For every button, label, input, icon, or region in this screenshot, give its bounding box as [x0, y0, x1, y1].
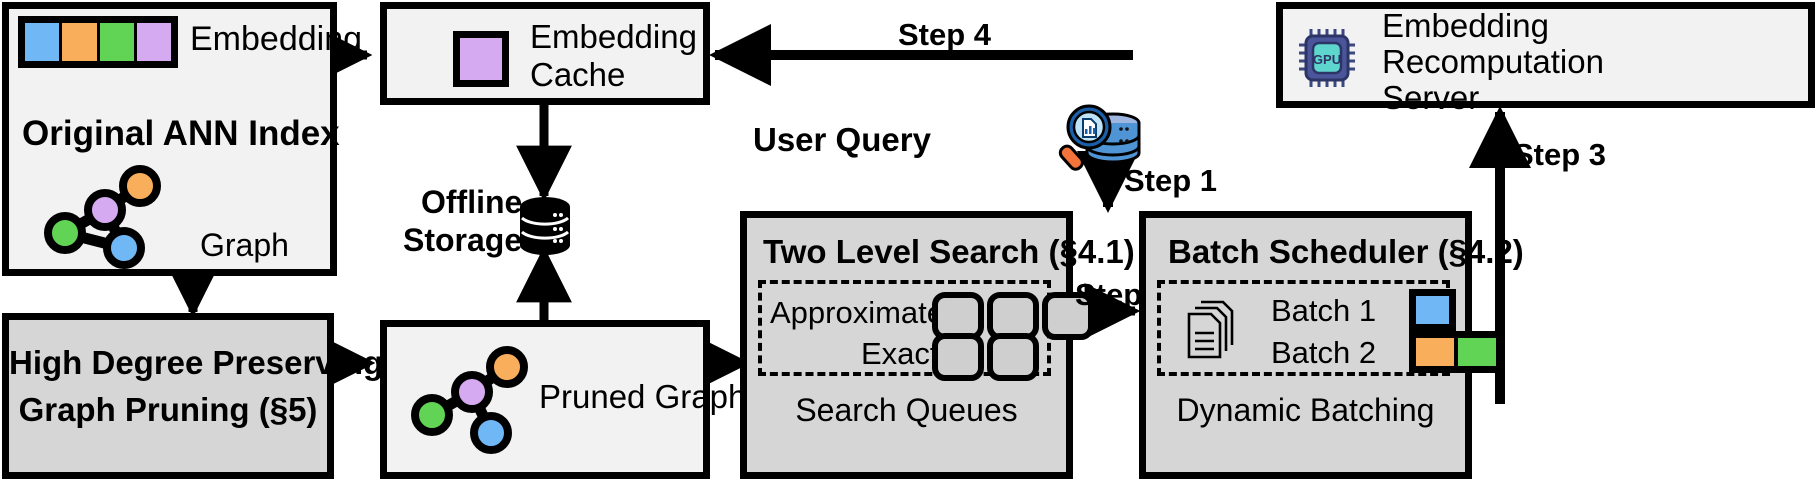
gpu-chip-icon: GPU: [1299, 29, 1355, 87]
gpu-icon-text: GPU: [1313, 52, 1341, 67]
embedding-chip-strip: [18, 16, 178, 68]
dynamic-batching-group: Batch 1 Batch 2: [1157, 280, 1503, 376]
queue-slot[interactable]: [1042, 292, 1094, 340]
approximate-queue-slots[interactable]: [932, 292, 1094, 340]
step1-label: Step 1: [1124, 163, 1218, 198]
pruned-graph-label: Pruned Graph: [539, 378, 747, 415]
embedding-cache-line2: Cache: [530, 56, 626, 93]
queue-slot[interactable]: [987, 292, 1039, 340]
embedding-chip-green: [99, 23, 134, 61]
embedding-label: Embedding: [190, 20, 363, 58]
recomputation-server-box[interactable]: [1276, 2, 1815, 108]
graph-pruning-line1: High Degree Preserving: [9, 344, 384, 381]
documents-stack-icon: [1187, 300, 1234, 359]
pruned-graph-box[interactable]: Pruned Graph: [380, 320, 746, 479]
batch-scheduler-title: Batch Scheduler (§4.2): [1168, 233, 1524, 270]
graph-pruning-box[interactable]: High Degree Preserving Graph Pruning (§5…: [2, 313, 384, 479]
exact-queue-slots[interactable]: [932, 333, 1039, 381]
graph-label: Graph: [200, 227, 289, 263]
embedding-cache-box[interactable]: Embedding Cache: [380, 2, 710, 105]
batch-2-chips: [1409, 331, 1503, 373]
queue-slot[interactable]: [987, 333, 1039, 381]
embedding-cache-chip-icon: [453, 31, 509, 87]
original-ann-index-title: Original ANN Index: [22, 114, 340, 153]
batch-2-chip-orange: [1416, 338, 1454, 366]
embedding-chip-orange: [62, 23, 97, 61]
step4-label: Step 4: [898, 17, 992, 52]
two-level-search-box[interactable]: Two Level Search (§4.1) Approximate Exac…: [740, 211, 1135, 479]
offline-storage-line1: Offline: [421, 184, 523, 220]
embedding-chip-blue: [25, 23, 60, 61]
graph-pruning-line2: Graph Pruning (§5): [18, 391, 318, 428]
search-queues-group: Approximate Exact: [758, 280, 1094, 381]
recomputation-server-line1: Embedding: [1382, 7, 1549, 44]
chip-divider: [1454, 338, 1458, 366]
batch-scheduler-box[interactable]: Batch Scheduler (§4.2) Batch 1 Batch 2 D…: [1139, 211, 1524, 479]
original-graph-illustration: [44, 165, 161, 269]
database-cylinder-icon: [520, 197, 570, 255]
embedding-chip-purple: [136, 23, 171, 61]
step3-label: Step 3: [1513, 137, 1607, 172]
exact-queue-label: Exact: [861, 336, 939, 371]
batch-1-chip-blue: [1409, 289, 1456, 331]
queue-slot[interactable]: [932, 333, 984, 381]
batch-2-chip-green: [1458, 338, 1496, 366]
embedding-cache-line1: Embedding: [530, 18, 697, 55]
pruned-graph-illustration: [411, 346, 528, 454]
user-query-label: User Query: [753, 121, 931, 158]
batch-2-label: Batch 2: [1271, 335, 1377, 370]
recomputation-server-line3: Server: [1382, 79, 1480, 116]
two-level-search-title: Two Level Search (§4.1): [763, 233, 1135, 270]
recomputation-server-line2: Recomputation: [1382, 43, 1604, 80]
search-queues-footer: Search Queues: [795, 392, 1018, 428]
approximate-queue-label: Approximate: [770, 295, 945, 330]
batch-1-label: Batch 1: [1271, 293, 1377, 328]
query-magnifier-database-icon: [1058, 104, 1141, 171]
dynamic-batching-footer: Dynamic Batching: [1176, 392, 1435, 428]
offline-storage-line2: Storage: [403, 222, 523, 258]
queue-slot[interactable]: [932, 292, 984, 340]
